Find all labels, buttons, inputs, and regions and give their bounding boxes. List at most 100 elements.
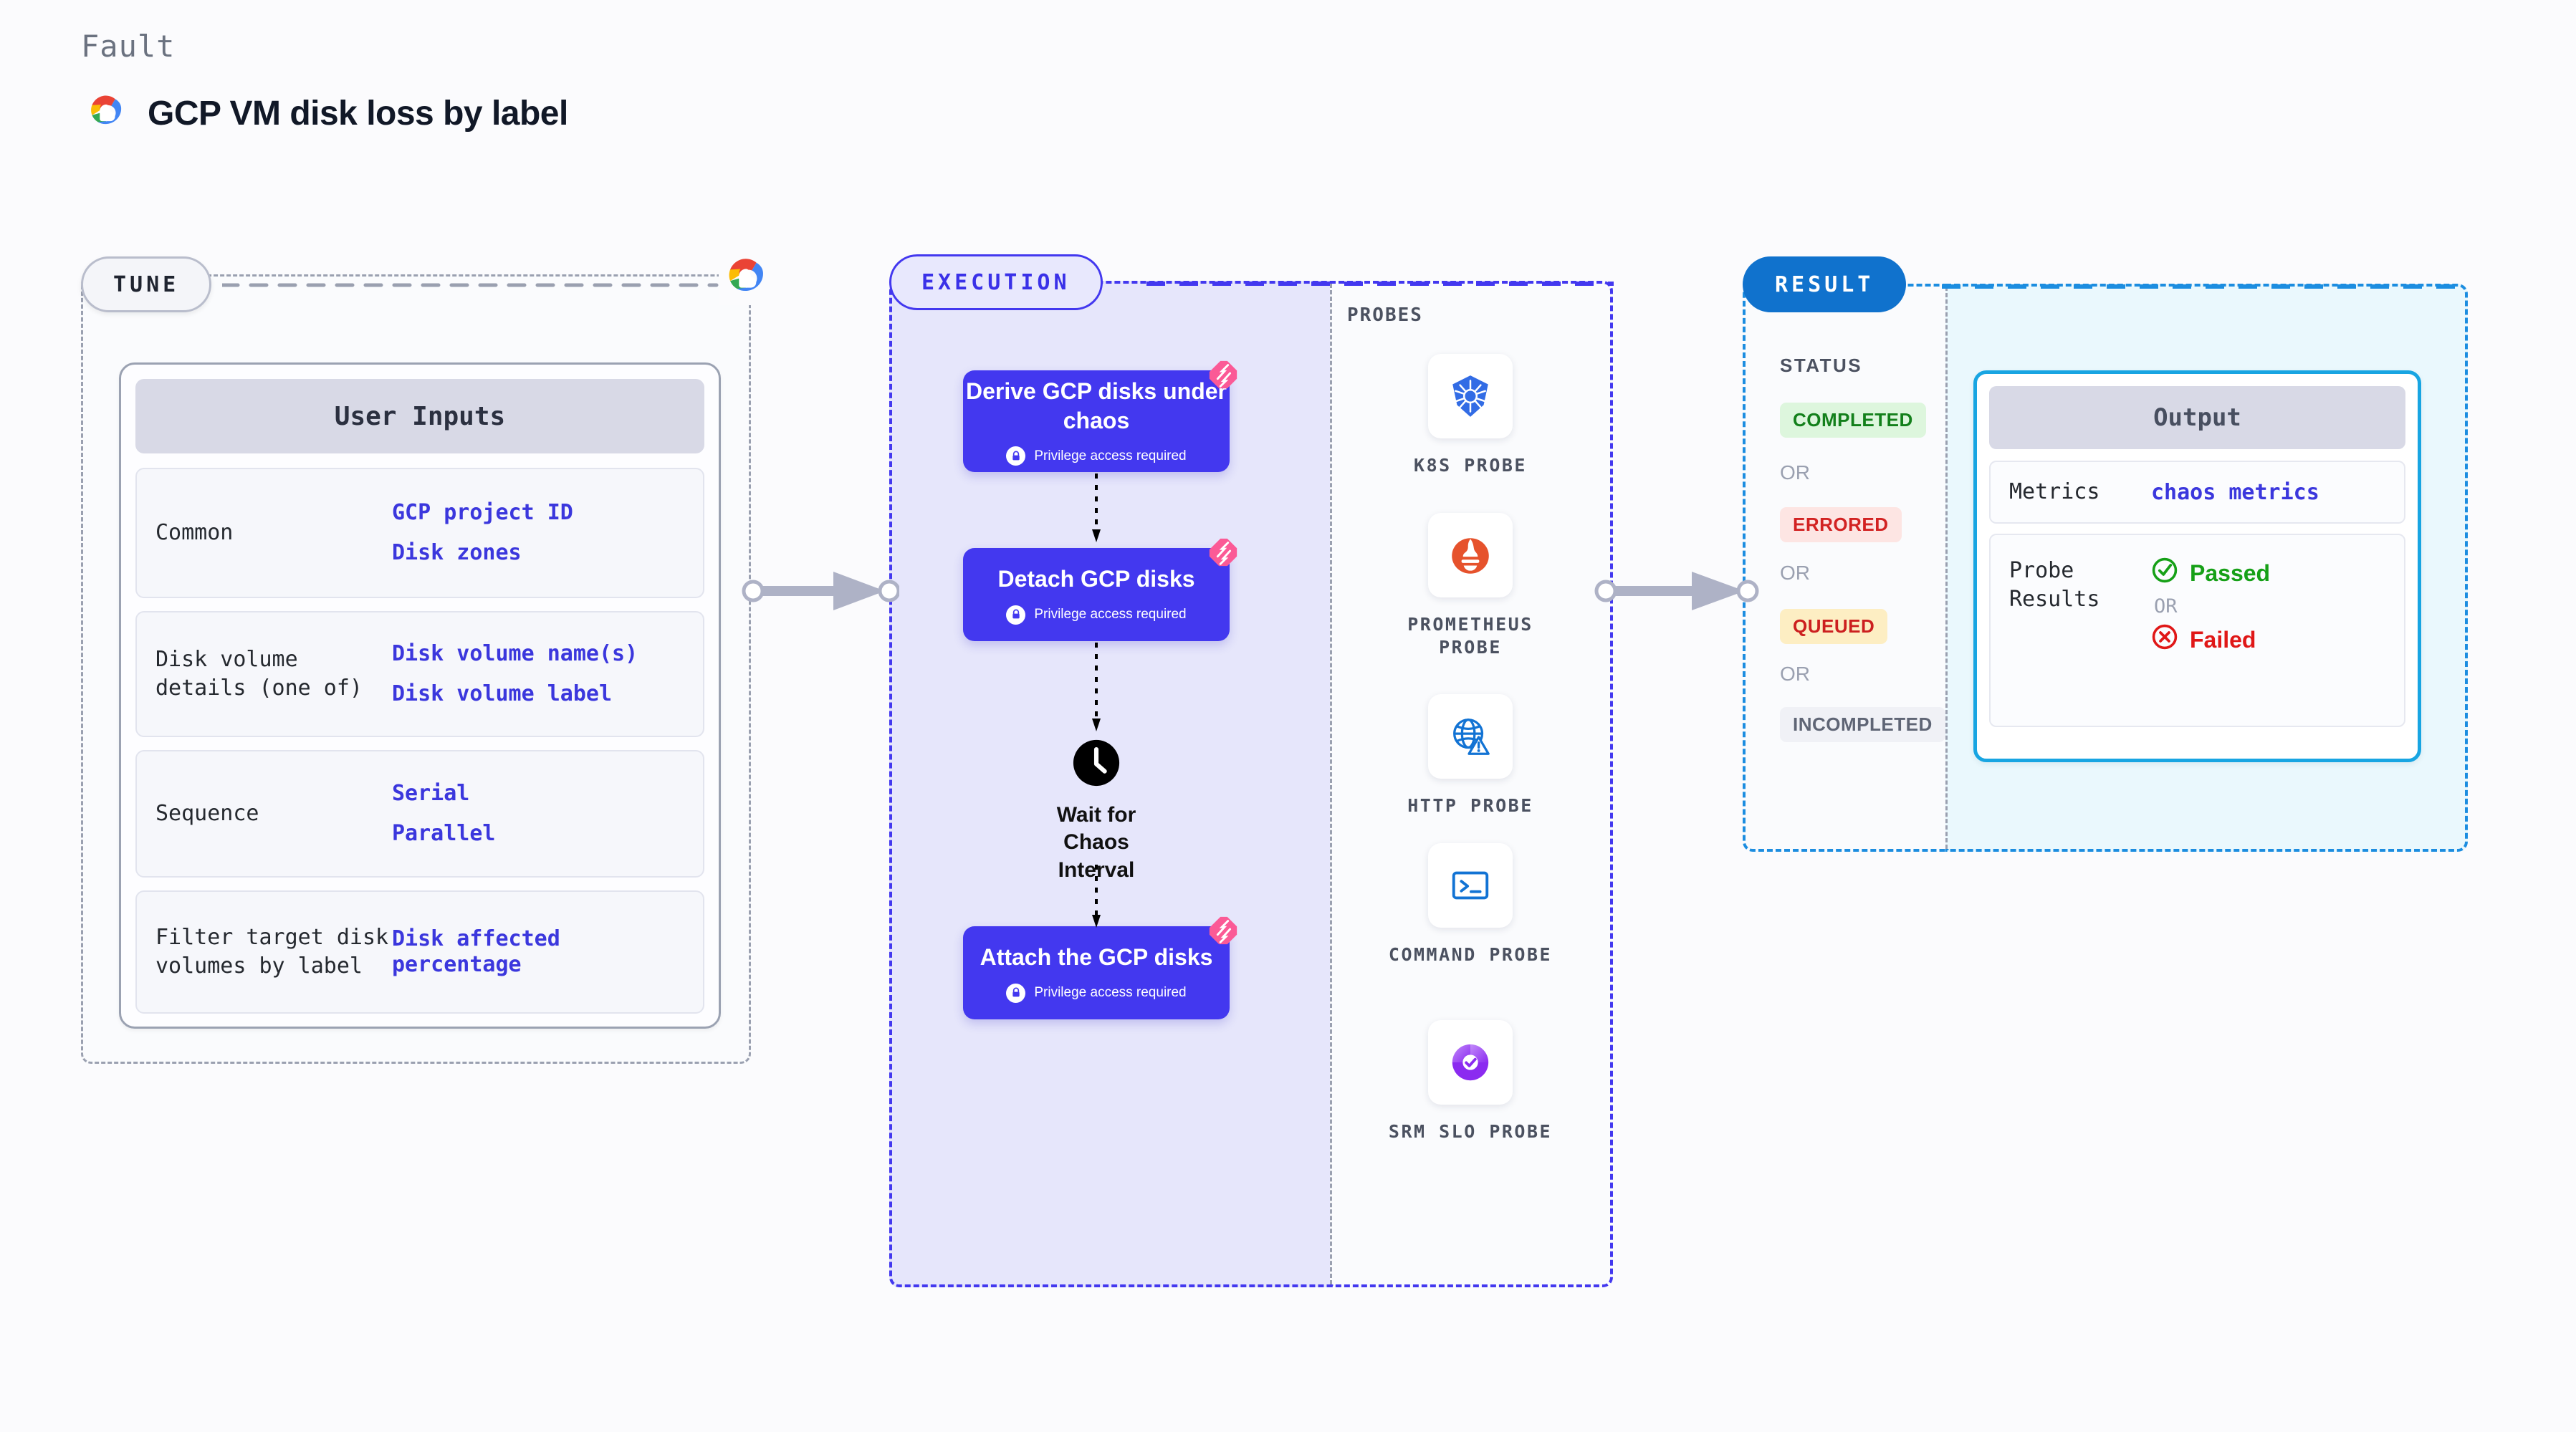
status-badge-completed: COMPLETED	[1780, 403, 1926, 438]
probes-title: PROBES	[1347, 304, 1423, 326]
connector-tune-to-execution	[742, 572, 899, 610]
cross-circle-icon	[2151, 623, 2178, 656]
srm-slo-icon	[1428, 1020, 1513, 1105]
tune-row-key: Disk volume details (one of)	[155, 646, 363, 701]
gcp-logo-icon	[83, 93, 128, 133]
tune-value[interactable]: GCP project ID	[392, 500, 573, 525]
execution-node-attach-gcp-disks[interactable]: Attach the GCP disks Privilege access re…	[963, 916, 1237, 1019]
probe-item-srm-slo[interactable]: SRM SLO PROBE	[1382, 1020, 1559, 1143]
node-title: Derive GCP disks under chaos	[966, 378, 1227, 433]
tune-value[interactable]: Parallel	[392, 821, 496, 846]
status-badge-errored: ERRORED	[1780, 507, 1902, 542]
node-privilege-label: Privilege access required	[1034, 607, 1187, 623]
kubernetes-icon	[1428, 354, 1513, 438]
probe-item-prometheus[interactable]: PROMETHEUS PROBE	[1382, 513, 1559, 659]
probe-result-passed-label: Passed	[2190, 559, 2271, 586]
probe-label: K8S PROBE	[1414, 455, 1527, 476]
probe-item-http[interactable]: HTTP PROBE	[1382, 694, 1559, 817]
probes-section	[1330, 281, 1613, 1287]
terminal-icon	[1428, 843, 1513, 928]
output-row-key: Metrics	[2009, 479, 2100, 505]
execution-node-derive-gcp-disks[interactable]: Derive GCP disks under chaos Privilege a…	[963, 360, 1237, 472]
node-title: Attach the GCP disks	[980, 944, 1213, 971]
clock-icon	[1071, 739, 1121, 791]
tune-row-key: Common	[155, 519, 234, 545]
status-or-label: OR	[1780, 663, 1810, 685]
probe-result-failed: Failed	[2151, 623, 2270, 656]
litmus-logo-icon	[1207, 914, 1240, 947]
user-inputs-card: User Inputs Common GCP project ID Disk z…	[119, 362, 721, 1029]
output-row-metrics: Metrics chaos metrics	[1989, 461, 2405, 524]
prometheus-icon	[1428, 513, 1513, 597]
node-privilege-note: Privilege access required	[1006, 983, 1187, 1003]
page-header: GCP VM disk loss by label	[83, 93, 568, 133]
tune-value[interactable]: Serial	[392, 781, 470, 806]
probes-divider	[1330, 284, 1332, 1284]
arrow-detach-to-wait	[1092, 643, 1101, 731]
probe-result-failed-label: Failed	[2190, 626, 2256, 653]
probe-label: PROMETHEUS PROBE	[1407, 614, 1533, 658]
tune-value[interactable]: Disk volume label	[392, 681, 613, 706]
tune-badge-connector	[222, 283, 719, 287]
probe-result-or-label: OR	[2154, 595, 2178, 618]
section-badge-tune: TUNE	[81, 256, 212, 312]
arrow-derive-to-detach	[1092, 474, 1101, 542]
connector-execution-to-result	[1594, 572, 1759, 610]
probe-label: COMMAND PROBE	[1388, 944, 1553, 965]
status-badge-queued: QUEUED	[1780, 609, 1888, 644]
wait-label: Wait for Chaos Interval	[1056, 803, 1136, 882]
execution-node-detach-gcp-disks[interactable]: Detach GCP disks Privilege access requir…	[963, 538, 1237, 641]
result-divider	[1945, 287, 1948, 849]
page-kicker: Fault	[81, 29, 176, 64]
tune-value[interactable]: Disk volume name(s)	[392, 641, 638, 666]
status-or-label: OR	[1780, 461, 1810, 484]
tune-provider-gcp-logo-icon	[719, 252, 772, 305]
litmus-logo-icon	[1207, 358, 1240, 391]
probe-label: HTTP PROBE	[1407, 795, 1533, 816]
check-circle-icon	[2151, 557, 2178, 590]
status-badge-incompleted: INCOMPLETED	[1780, 707, 1945, 742]
tune-value[interactable]: Disk zones	[392, 540, 522, 565]
tune-row-key: Sequence	[155, 800, 259, 826]
tune-section: User Inputs Common GCP project ID Disk z…	[81, 274, 751, 1064]
arrow-wait-to-attach	[1092, 865, 1101, 928]
status-or-label: OR	[1780, 562, 1810, 584]
section-badge-execution: EXECUTION	[889, 254, 1103, 310]
globe-warning-icon	[1428, 694, 1513, 779]
node-privilege-label: Privilege access required	[1034, 985, 1187, 1001]
node-privilege-label: Privilege access required	[1034, 448, 1187, 463]
result-badge-connector	[1942, 284, 2466, 289]
output-card: Output Metrics chaos metrics Probe Resul…	[1973, 370, 2421, 762]
tune-row-filter-by-label: Filter target disk volumes by label Disk…	[135, 890, 704, 1014]
page-title: GCP VM disk loss by label	[148, 94, 568, 133]
probe-result-passed: Passed	[2151, 557, 2270, 590]
tune-row-sequence: Sequence Serial Parallel	[135, 750, 704, 878]
result-status-title: STATUS	[1780, 355, 1863, 376]
lock-icon	[1006, 605, 1026, 625]
tune-row-values: Disk volume name(s) Disk volume label	[392, 641, 638, 707]
probe-item-k8s[interactable]: K8S PROBE	[1382, 354, 1559, 477]
result-status-section	[1743, 284, 1945, 852]
tune-row-common: Common GCP project ID Disk zones	[135, 468, 704, 598]
tune-value[interactable]: Disk affected percentage	[392, 926, 560, 977]
output-row-key: Probe Results	[2009, 558, 2100, 612]
tune-row-values: GCP project ID Disk zones	[392, 500, 573, 566]
execution-wait-for-chaos-interval: Wait for Chaos Interval	[1032, 738, 1161, 884]
output-row-probe-results: Probe Results Passed OR	[1989, 534, 2405, 727]
lock-icon	[1006, 446, 1026, 466]
litmus-logo-icon	[1207, 536, 1240, 569]
tune-row-values: Disk affected percentage	[392, 926, 684, 978]
probe-item-command[interactable]: COMMAND PROBE	[1382, 843, 1559, 966]
tune-row-key: Filter target disk volumes by label	[155, 924, 389, 979]
execution-badge-connector	[1146, 282, 1614, 286]
tune-row-disk-volume-details: Disk volume details (one of) Disk volume…	[135, 611, 704, 737]
lock-icon	[1006, 983, 1026, 1003]
tune-row-values: Serial Parallel	[392, 781, 496, 847]
probe-result-values: Passed OR Failed	[2151, 557, 2270, 656]
output-metrics-value[interactable]: chaos metrics	[2151, 479, 2319, 505]
node-privilege-note: Privilege access required	[1006, 446, 1187, 466]
section-badge-result: RESULT	[1743, 256, 1907, 312]
node-privilege-note: Privilege access required	[1006, 605, 1187, 625]
user-inputs-title: User Inputs	[135, 379, 704, 453]
